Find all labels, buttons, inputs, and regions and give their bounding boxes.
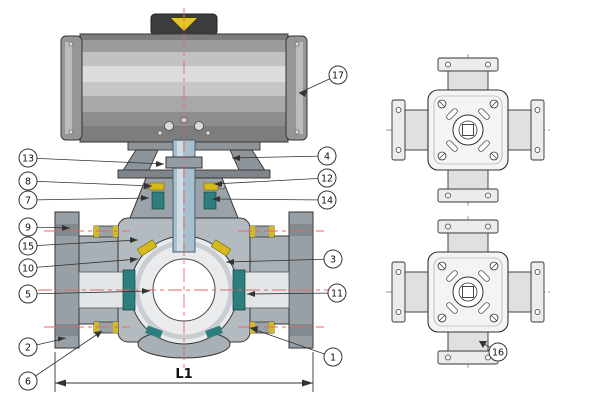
svg-text:11: 11 <box>331 289 343 300</box>
svg-text:16: 16 <box>492 348 504 359</box>
dimension-L1: L1 <box>54 352 314 392</box>
callout-9: 9 <box>18 217 71 237</box>
seat-lower-right <box>205 325 223 339</box>
svg-text:10: 10 <box>22 264 34 275</box>
svg-text:3: 3 <box>330 255 336 266</box>
svg-text:15: 15 <box>22 242 34 253</box>
callout-13: 13 <box>18 148 165 168</box>
svg-text:17: 17 <box>332 71 344 82</box>
callout-12: 12 <box>213 168 337 188</box>
gland-ring-left <box>149 182 165 191</box>
callouts: 1 2 3 4 5 6 7 8 <box>18 65 508 391</box>
callout-4: 4 <box>231 146 337 166</box>
callout-15: 15 <box>18 236 139 256</box>
seat-lower-left <box>145 325 163 339</box>
callout-8: 8 <box>18 171 153 191</box>
svg-text:1: 1 <box>330 353 336 364</box>
callout-6: 6 <box>18 330 103 391</box>
seal-left <box>136 239 158 257</box>
callout-5: 5 <box>18 284 151 304</box>
top-view-lower <box>385 215 551 369</box>
svg-text:9: 9 <box>25 223 31 234</box>
svg-text:6: 6 <box>25 377 31 388</box>
callout-2: 2 <box>18 336 67 357</box>
callout-10: 10 <box>18 257 139 278</box>
callout-3: 3 <box>225 249 343 269</box>
seal-right <box>210 239 232 257</box>
callout-16: 16 <box>478 340 508 362</box>
svg-text:4: 4 <box>324 152 330 163</box>
top-view-upper <box>386 54 550 206</box>
packing-left <box>151 191 165 210</box>
indicator-pointer <box>171 18 197 31</box>
svg-text:2: 2 <box>25 343 31 354</box>
flange-bolts <box>93 225 275 334</box>
svg-text:14: 14 <box>321 196 333 207</box>
callout-17: 17 <box>298 65 348 97</box>
centerlines <box>38 8 332 372</box>
callout-11: 11 <box>246 283 347 303</box>
svg-text:7: 7 <box>25 196 31 207</box>
svg-text:8: 8 <box>25 177 31 188</box>
packing-right <box>203 191 217 210</box>
callout-7: 7 <box>18 190 150 210</box>
callout-14: 14 <box>211 190 337 210</box>
dimension-label: L1 <box>175 367 192 382</box>
svg-text:12: 12 <box>321 174 333 185</box>
callout-1: 1 <box>249 326 343 367</box>
gland-ring-right <box>203 182 219 191</box>
svg-text:13: 13 <box>22 154 34 165</box>
svg-text:5: 5 <box>25 290 31 301</box>
